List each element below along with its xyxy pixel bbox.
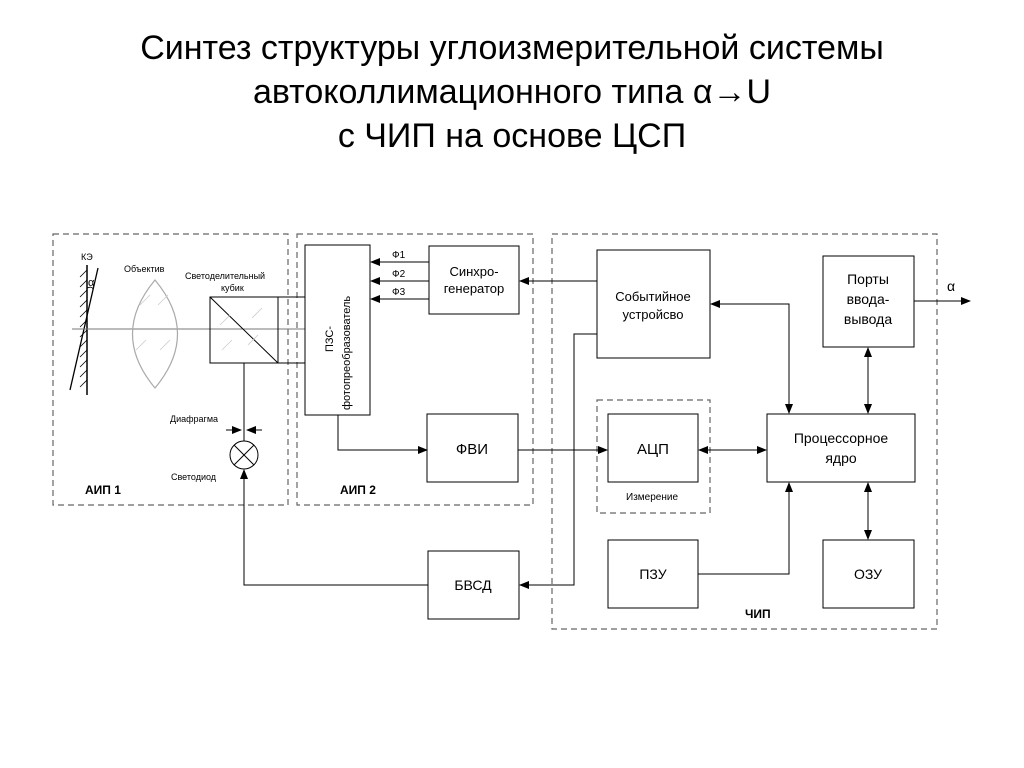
sync-label-2: генератор [444, 281, 505, 296]
sync-generator-block [428, 245, 520, 315]
aip2-group [296, 233, 534, 506]
objective-label: Объектив [124, 264, 165, 274]
alpha-arc [86, 286, 94, 290]
fvi-label: ФВИ [456, 441, 488, 458]
event-core-link-a [710, 300, 790, 360]
chip-group [551, 233, 938, 630]
ports-label-2: ввода- [847, 291, 890, 307]
splitter-diagonal [209, 296, 279, 364]
bvsd-label: БВСД [454, 577, 492, 593]
led-label: Светодиод [171, 472, 217, 482]
alpha-output-label: α [947, 278, 955, 294]
rom-label: ПЗУ [639, 566, 666, 582]
f3-label: Ф3 [392, 287, 406, 298]
page-title: Синтез структуры углоизмерительной систе… [0, 26, 1024, 158]
alpha-mirror-label: α [88, 277, 95, 289]
ram-block [822, 539, 915, 609]
ccd-to-fvi-line [337, 415, 428, 454]
adc-label: АЦП [637, 441, 669, 458]
event-to-bvsd-arrow [519, 333, 597, 589]
sync-label-1: Синхро- [449, 264, 498, 279]
measurement-group [596, 399, 711, 514]
rom-block [607, 539, 699, 609]
event-device-block [596, 249, 711, 359]
title-line-3: с ЧИП на основе ЦСП [337, 117, 687, 155]
measurement-label: Измерение [626, 492, 678, 503]
chip-label: ЧИП [745, 607, 771, 621]
ports-label-3: вывода [844, 311, 892, 327]
ccd-block [304, 244, 371, 416]
f2-label: Ф2 [392, 269, 406, 280]
core-label-2: ядро [825, 450, 857, 466]
splitter-label-2: кубик [221, 283, 244, 293]
cube-hatch [219, 307, 263, 351]
io-ports-block [822, 255, 915, 348]
diaphragm-label: Диафрагма [170, 414, 218, 424]
aip1-group [52, 233, 289, 506]
f1-label: Ф1 [392, 250, 406, 261]
event-label-1: Событийное [615, 289, 691, 304]
event-label-2: устройсво [622, 307, 683, 322]
adc-block [607, 413, 699, 483]
title-line-1: Синтез структуры углоизмерительной систе… [140, 29, 884, 67]
led-cross-2 [233, 444, 255, 466]
ports-label-1: Порты [847, 271, 889, 287]
processor-core-block [766, 413, 916, 483]
fvi-block [426, 413, 519, 483]
ke-label: КЭ [81, 252, 93, 262]
lens-hatch [135, 294, 171, 351]
ccd-label-2: фотопреобразователь [341, 296, 353, 410]
ccd-label-1: ПЗС- [324, 326, 336, 352]
aip1-label: АИП 1 [85, 483, 121, 497]
rom-to-core-arrow [698, 482, 793, 575]
mirror-hatching [79, 269, 88, 388]
bvsd-to-led-arrow [240, 469, 428, 586]
core-label-1: Процессорное [794, 430, 889, 446]
bvsd-block [427, 550, 520, 620]
aip2-label: АИП 2 [340, 483, 376, 497]
splitter-label-1: Светоделительный [185, 271, 265, 281]
ram-label: ОЗУ [854, 566, 882, 582]
title-line-2: автоколлимационного типа α→U [252, 73, 772, 111]
objective-lens [131, 279, 179, 389]
